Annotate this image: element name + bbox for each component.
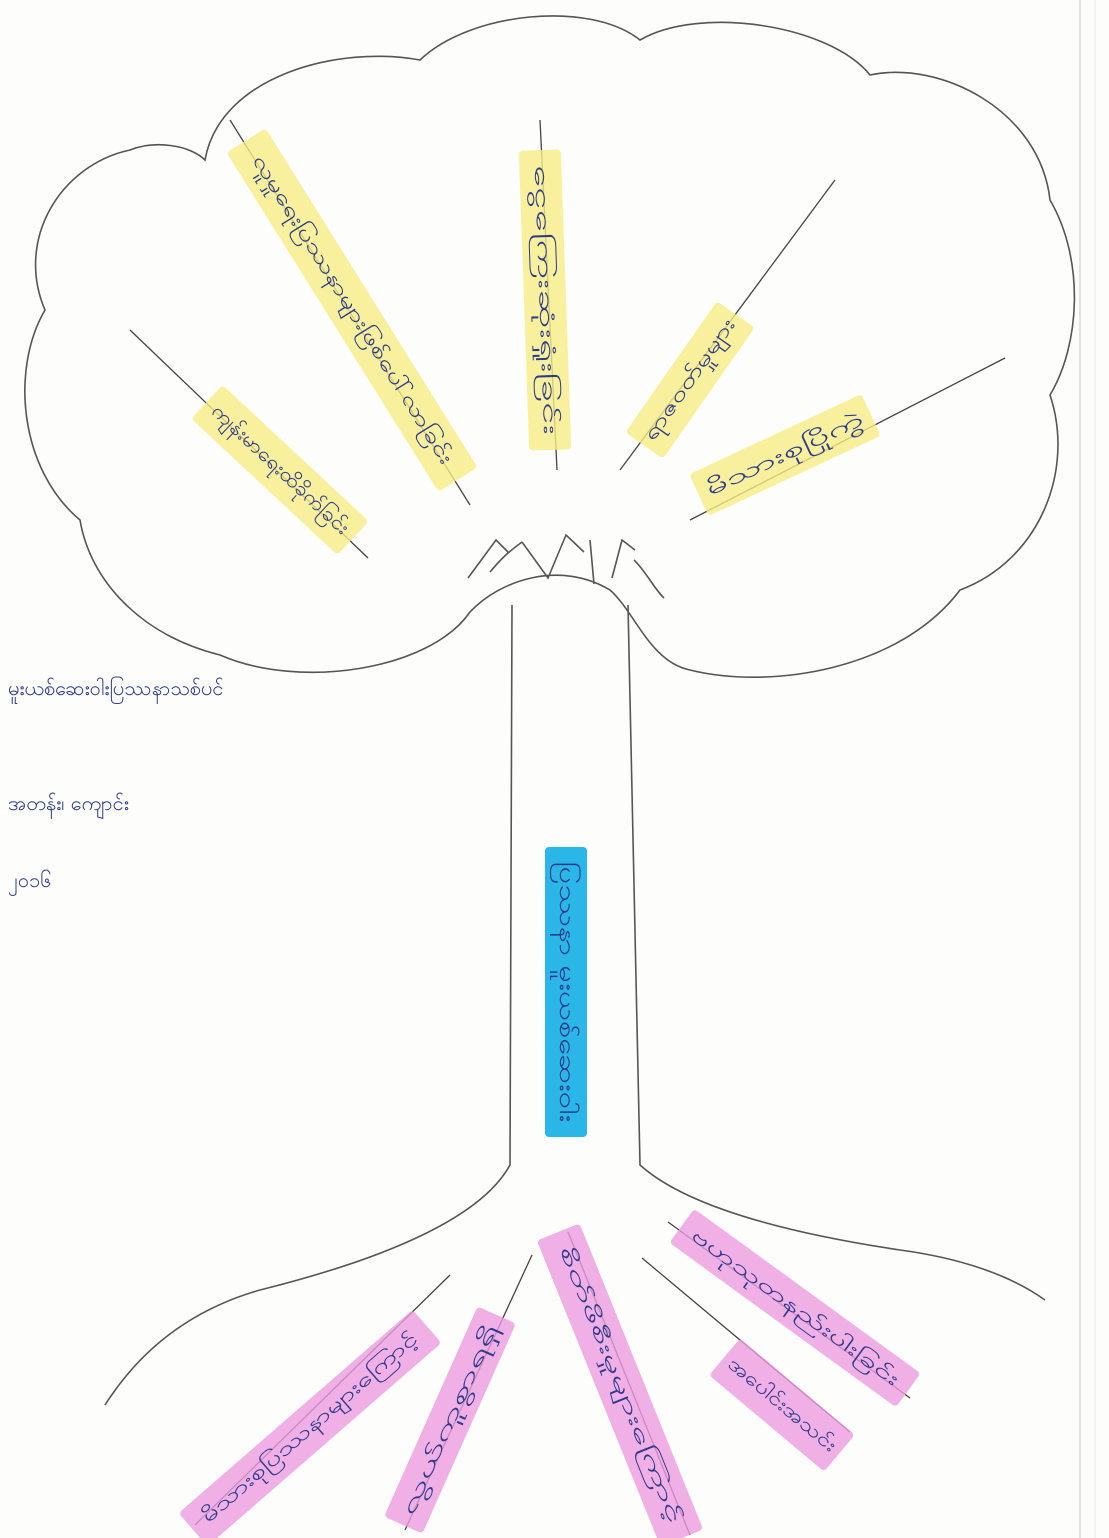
cause-label: စိတ်ဖိစီးမှုများကြောင့် xyxy=(551,1242,688,1528)
effect-label: မိသားစုပြိုကွဲ xyxy=(702,407,869,505)
side-note-class: အတန်း၊ ကျောင်း xyxy=(8,791,129,819)
side-note-year: ၂၀၁၆ xyxy=(8,868,52,896)
effect-label: လူမှုရေးပြဿနာများဖြစ်ပေါ်လာခြင်း xyxy=(244,150,459,470)
core-problem-label: ပြဿနာ မူးယစ်ဆေးဝါး xyxy=(550,862,581,1123)
branch-labels: ကျန်းမာရေးထိခိုက်ခြင်း လူမှုရေးပြဿနာများ… xyxy=(8,150,905,1530)
effect-label: ရာဇဝတ်မှုများ xyxy=(638,313,744,447)
cause-label: အပေါင်းအသင်း xyxy=(724,1352,842,1456)
side-note-title: မူးယစ်ဆေးဝါးပြဿနာသစ်ပင် xyxy=(8,676,223,704)
cause-label: မိသားစုပြဿနာများကြောင့် xyxy=(196,1326,425,1530)
effect-label: ကျန်းမာရေးထိခိုက်ခြင်း xyxy=(204,399,355,542)
